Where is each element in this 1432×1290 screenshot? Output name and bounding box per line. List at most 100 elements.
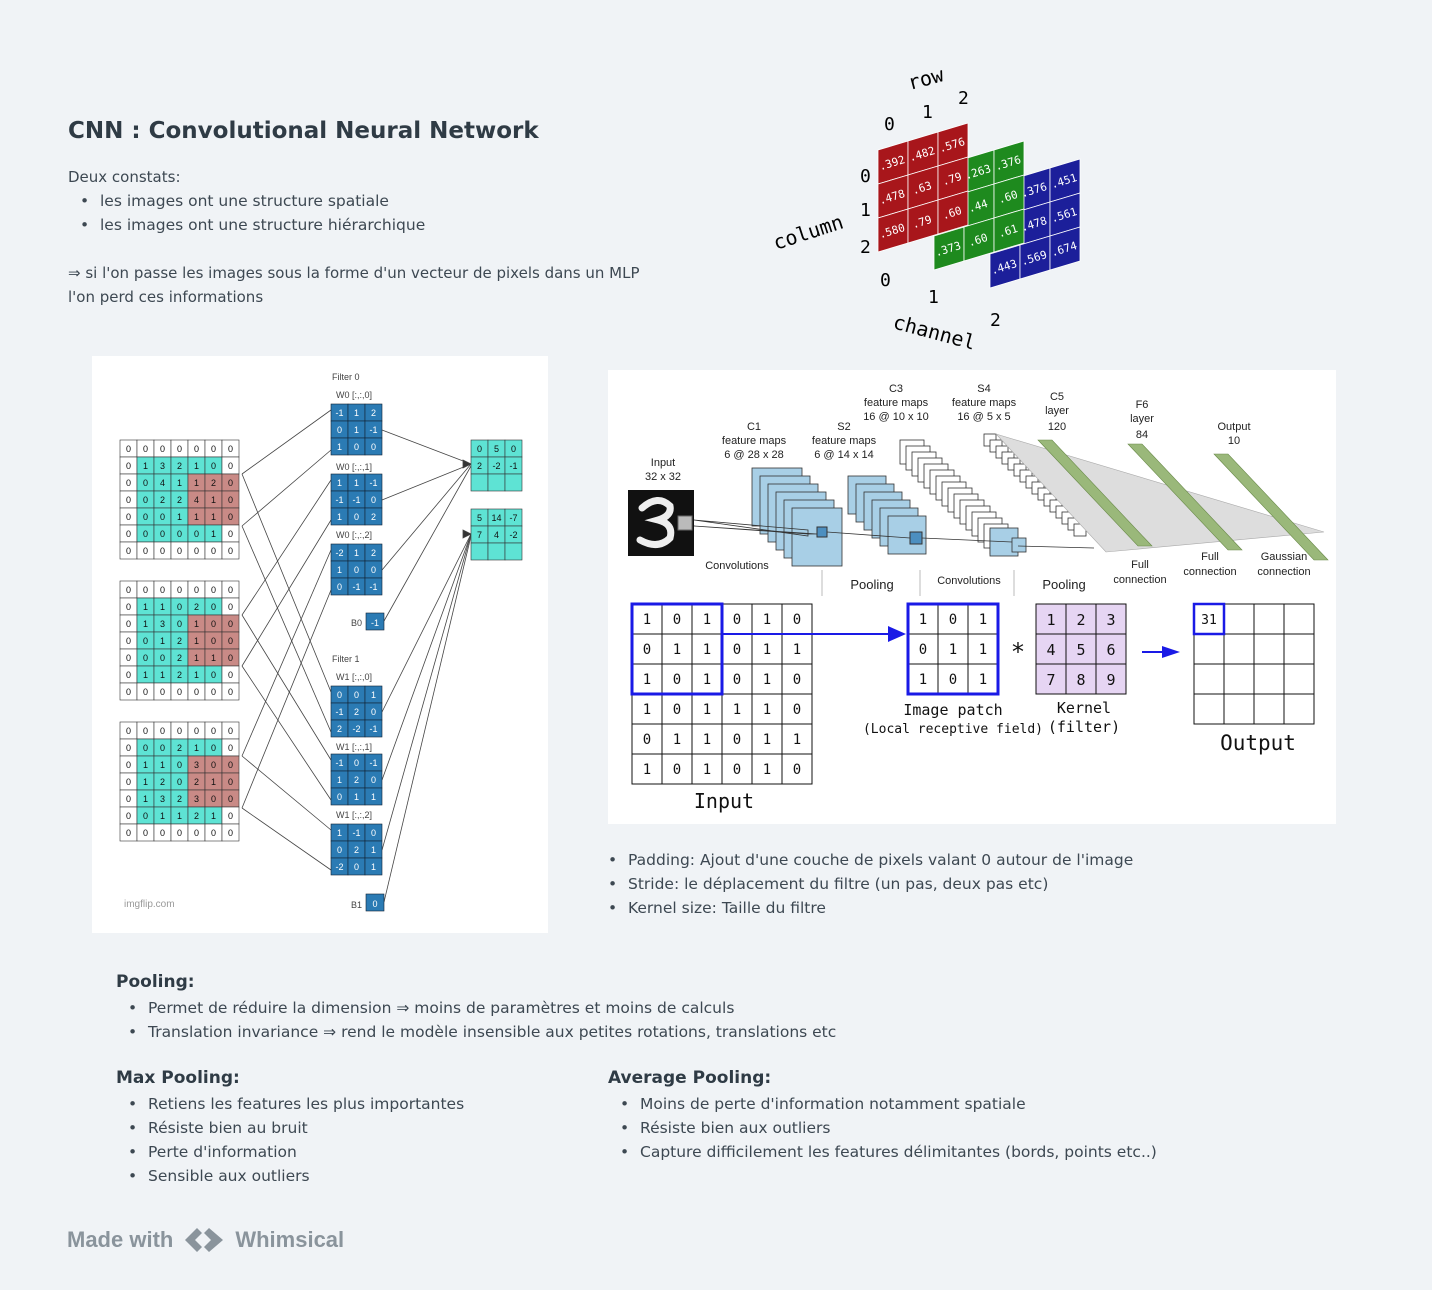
arrow-head bbox=[462, 459, 472, 469]
input-value: 1 bbox=[703, 732, 711, 748]
input-value: 0 bbox=[143, 546, 148, 556]
connection-line bbox=[241, 449, 332, 527]
input-value: 0 bbox=[733, 762, 741, 778]
input-value: 1 bbox=[160, 636, 165, 646]
filter-value: 2 bbox=[371, 408, 376, 418]
list-item: Moins de perte d'information notamment s… bbox=[608, 1092, 1157, 1116]
receptive-field-box bbox=[677, 515, 693, 531]
input-value: 0 bbox=[143, 743, 148, 753]
output-cell bbox=[1223, 603, 1255, 635]
input-value: 1 bbox=[177, 811, 182, 821]
list-item: Stride: le déplacement du filtre (un pas… bbox=[596, 872, 1133, 896]
list-item: Permet de réduire la dimension ⇒ moins d… bbox=[116, 996, 836, 1020]
kernel-value: 6 bbox=[1106, 641, 1115, 659]
input-value: 1 bbox=[763, 672, 771, 688]
filter-value: 0 bbox=[354, 862, 359, 872]
input-value: 0 bbox=[211, 828, 216, 838]
input-value: 0 bbox=[126, 444, 131, 454]
patch-arrow-head bbox=[888, 626, 906, 642]
input-value: 0 bbox=[143, 478, 148, 488]
pooling-heading: Pooling: bbox=[116, 972, 195, 992]
connection-line bbox=[241, 519, 332, 667]
input-value: 0 bbox=[211, 760, 216, 770]
filter-value: 1 bbox=[354, 478, 359, 488]
connection-line bbox=[241, 525, 332, 733]
connection-line bbox=[381, 533, 472, 851]
lenet-conv-figure: Input 32 x 32 C1 feature maps 6 @ 28 x 2… bbox=[608, 370, 1336, 824]
input-value: 1 bbox=[194, 670, 199, 680]
input-cell bbox=[631, 663, 663, 695]
made-with-whimsical-badge[interactable]: Made with Whimsical bbox=[67, 1224, 344, 1256]
list-item: Translation invariance ⇒ rend le modèle … bbox=[116, 1020, 836, 1044]
input-value: 0 bbox=[126, 529, 131, 539]
input-value: 2 bbox=[177, 653, 182, 663]
filter-cell bbox=[364, 857, 383, 876]
filter-value: 1 bbox=[337, 565, 342, 575]
lenet-op: Convolutions bbox=[705, 560, 769, 572]
input-value: 0 bbox=[194, 546, 199, 556]
patch-value: 1 bbox=[949, 642, 957, 658]
output-first-value: 31 bbox=[1201, 613, 1217, 628]
input-value: 0 bbox=[211, 461, 216, 471]
input-cell bbox=[661, 693, 693, 725]
lenet-label: 10 bbox=[1228, 435, 1240, 447]
output-first-highlight bbox=[1192, 602, 1226, 636]
input-value: 1 bbox=[194, 653, 199, 663]
input-value: 0 bbox=[194, 529, 199, 539]
input-value: 0 bbox=[143, 495, 148, 505]
input-value: 0 bbox=[643, 642, 651, 658]
s2-patch bbox=[909, 531, 923, 545]
input-value: 1 bbox=[177, 512, 182, 522]
input-value: 0 bbox=[143, 687, 148, 697]
filter-value: 0 bbox=[337, 792, 342, 802]
s4-front-map bbox=[1011, 537, 1027, 553]
filter-value: -1 bbox=[369, 425, 377, 435]
input-value: 2 bbox=[177, 670, 182, 680]
max-pooling-list: Retiens les features les plus importante… bbox=[116, 1092, 464, 1188]
input-value: 0 bbox=[793, 612, 801, 628]
column-index: 0 bbox=[860, 166, 871, 187]
filter-value: 0 bbox=[354, 758, 359, 768]
input-value: 2 bbox=[177, 461, 182, 471]
lenet-label: layer bbox=[1045, 405, 1069, 417]
input-value: 0 bbox=[733, 732, 741, 748]
input-cell bbox=[751, 663, 783, 695]
list-item: Padding: Ajout d'une couche de pixels va… bbox=[596, 848, 1133, 872]
patch-sublabel: (Local receptive field) bbox=[863, 722, 1043, 737]
lenet-op: Pooling bbox=[850, 577, 893, 592]
input-value: 0 bbox=[143, 444, 148, 454]
input-value: 1 bbox=[143, 602, 148, 612]
input-value: 1 bbox=[211, 811, 216, 821]
output-value: 5 bbox=[477, 513, 482, 523]
kernel-value: 7 bbox=[1046, 671, 1055, 689]
kernel-value: 9 bbox=[1106, 671, 1115, 689]
input-value: 1 bbox=[643, 702, 651, 718]
filter1-label: Filter 1 bbox=[332, 654, 360, 664]
input-value: 0 bbox=[211, 619, 216, 629]
input-value: 1 bbox=[194, 743, 199, 753]
channel-index: 2 bbox=[990, 310, 1001, 331]
input-value: 0 bbox=[211, 585, 216, 595]
output-cell bbox=[504, 473, 523, 492]
input-value: 0 bbox=[126, 743, 131, 753]
lenet-label: F6 bbox=[1136, 399, 1149, 411]
filter-value: -1 bbox=[335, 408, 343, 418]
connection-line bbox=[241, 473, 332, 693]
tensor-value: .61 bbox=[997, 222, 1020, 240]
output-cell bbox=[1283, 603, 1315, 635]
filter-value: 1 bbox=[337, 512, 342, 522]
input-value: 0 bbox=[228, 811, 233, 821]
input-value: 1 bbox=[793, 642, 801, 658]
page-title: CNN : Convolutional Neural Network bbox=[68, 118, 539, 144]
output-cell bbox=[1223, 693, 1255, 725]
connection-line bbox=[241, 755, 332, 831]
pooling-list: Permet de réduire la dimension ⇒ moins d… bbox=[116, 996, 836, 1044]
row-index: 2 bbox=[958, 88, 969, 109]
patch-value: 0 bbox=[949, 612, 957, 628]
input-value: 0 bbox=[126, 794, 131, 804]
input-value: 1 bbox=[160, 670, 165, 680]
filter-value: -1 bbox=[369, 758, 377, 768]
